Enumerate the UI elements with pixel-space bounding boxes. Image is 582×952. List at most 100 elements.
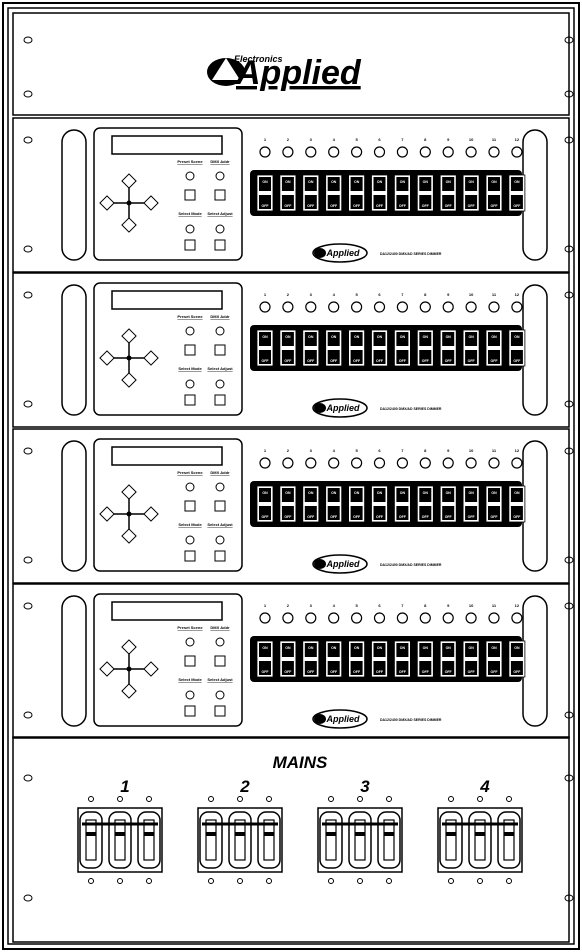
breaker-toggle[interactable] (446, 832, 456, 836)
up-arrow-key[interactable] (121, 484, 137, 500)
breaker-toggle[interactable] (504, 832, 514, 836)
left-arrow-key[interactable] (99, 661, 115, 677)
right-arrow-key[interactable] (143, 195, 159, 211)
select-mode-button[interactable] (184, 550, 196, 562)
left-arrow-key[interactable] (99, 350, 115, 366)
breaker-toggle[interactable] (115, 832, 125, 836)
lcd-display[interactable] (111, 135, 223, 155)
select-adjust-button[interactable] (214, 394, 226, 406)
preset-scene-button[interactable] (184, 189, 196, 201)
breaker-toggle[interactable] (235, 832, 245, 836)
down-arrow-key[interactable] (121, 372, 137, 388)
dmx-addr-button[interactable] (214, 655, 226, 667)
breaker-pole[interactable] (348, 811, 372, 869)
navigation-joystick[interactable] (99, 328, 159, 388)
breaker-pole[interactable] (108, 811, 132, 869)
breaker-pole[interactable] (79, 811, 103, 869)
mains-breaker-3[interactable]: 3 (317, 777, 403, 884)
select-adjust-button[interactable] (214, 550, 226, 562)
lcd-display[interactable] (111, 446, 223, 466)
right-arrow-key[interactable] (143, 506, 159, 522)
up-arrow-key[interactable] (121, 328, 137, 344)
preset-scene-button[interactable] (184, 344, 196, 356)
up-arrow-key[interactable] (121, 173, 137, 189)
preset-scene-button[interactable] (184, 500, 196, 512)
select-mode-button[interactable] (184, 239, 196, 251)
down-arrow-key[interactable] (121, 528, 137, 544)
navigation-joystick[interactable] (99, 484, 159, 544)
dmx-addr-button[interactable] (214, 500, 226, 512)
breaker-pole[interactable] (319, 811, 343, 869)
lcd-display[interactable] (111, 601, 223, 621)
up-arrow-key[interactable] (121, 639, 137, 655)
left-arrow-key[interactable] (99, 506, 115, 522)
select-mode-button[interactable] (184, 394, 196, 406)
mains-breaker-2[interactable]: 2 (197, 777, 283, 884)
navigation-joystick[interactable] (99, 173, 159, 233)
breaker-toggle[interactable] (144, 832, 154, 836)
breaker-pole[interactable] (137, 811, 161, 869)
breaker-pole[interactable] (228, 811, 252, 869)
mains-breaker-4[interactable]: 4 (437, 777, 523, 884)
breaker-toggle[interactable] (86, 832, 96, 836)
breaker-toggle[interactable] (355, 832, 365, 836)
dmx-addr-button[interactable] (214, 344, 226, 356)
breaker-toggle[interactable] (384, 832, 394, 836)
breaker-pole[interactable] (468, 811, 492, 869)
dmx-addr-button[interactable] (214, 189, 226, 201)
mains-breaker-1[interactable]: 1 (77, 777, 163, 884)
lcd-display[interactable] (111, 290, 223, 310)
breaker-pole[interactable] (377, 811, 401, 869)
breaker-pole[interactable] (439, 811, 463, 869)
breaker-pole[interactable] (257, 811, 281, 869)
select-mode-button[interactable] (184, 705, 196, 717)
right-arrow-key[interactable] (143, 661, 159, 677)
breaker-pole[interactable] (199, 811, 223, 869)
select-adjust-button[interactable] (214, 239, 226, 251)
